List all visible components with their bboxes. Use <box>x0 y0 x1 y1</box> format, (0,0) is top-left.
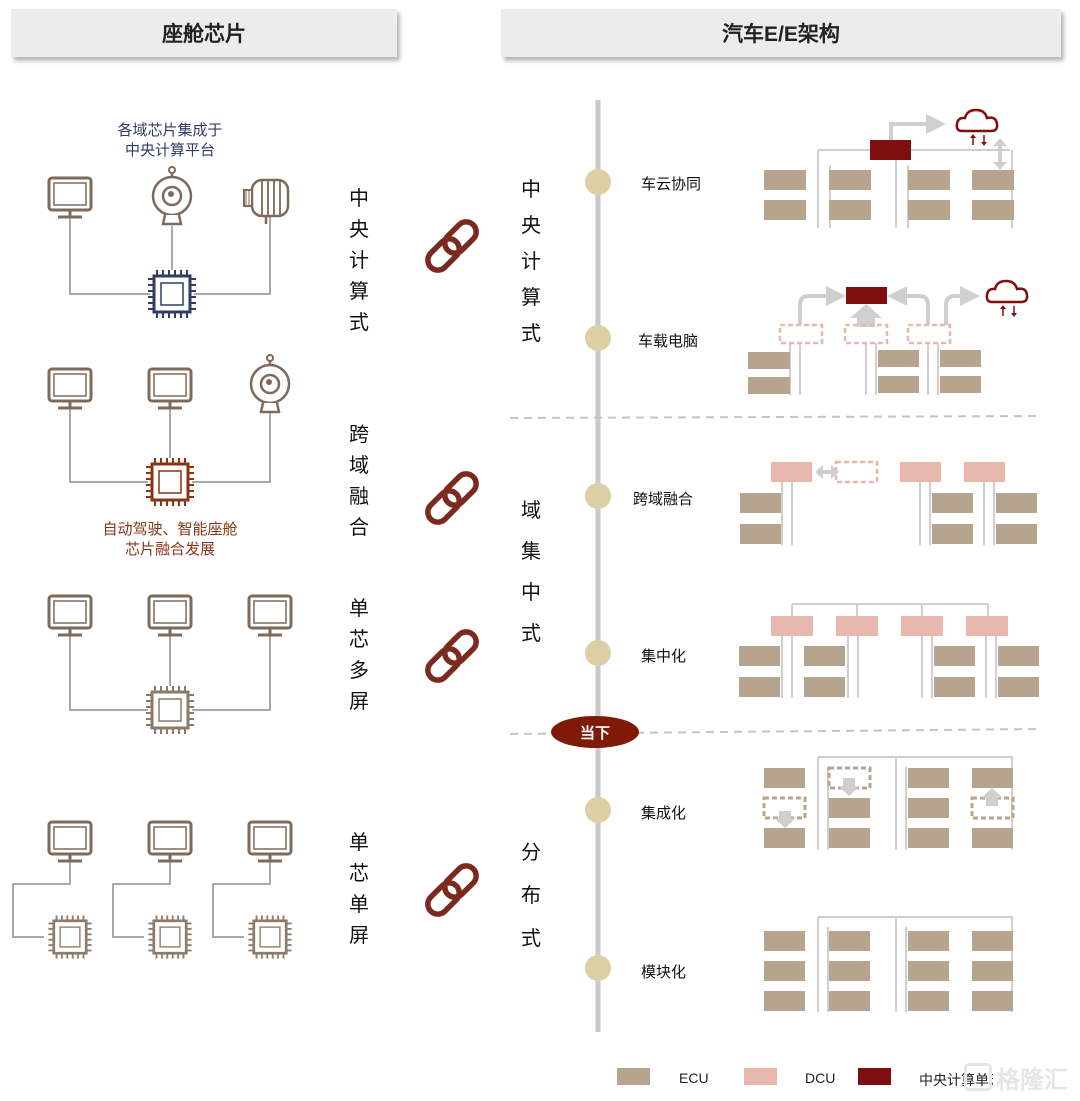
display-icon <box>247 820 293 863</box>
cross-domain-caption: 自动驾驶、智能座舱 芯片融合发展 <box>102 521 238 559</box>
chain-link-icon <box>424 862 481 919</box>
camera-icon <box>151 165 193 226</box>
watermark: 格隆汇 <box>964 1058 1076 1096</box>
legend-label-dcu: DCU <box>805 1070 836 1086</box>
ee-phase-label: 分布式 <box>521 842 541 950</box>
legend-label-ecu: ECU <box>679 1070 709 1086</box>
legend-swatch-ecu <box>617 1068 650 1085</box>
display-icon <box>47 594 93 637</box>
camera-icon <box>249 353 291 414</box>
single-chip-multi-screen-diagram <box>47 594 293 735</box>
timeline-dot <box>585 797 611 823</box>
phase-divider <box>509 415 1041 419</box>
central-compute-caption: 各域芯片集成于 中央计算平台 <box>117 122 223 160</box>
timeline-dot <box>585 169 611 195</box>
cockpit-chip-header: 座舱芯片 <box>11 9 397 57</box>
single-chip-single-screen-diagram <box>12 820 293 960</box>
ee-stage-label: 跨域融合 <box>633 491 694 508</box>
lidar-icon <box>242 178 290 226</box>
display-icon <box>47 820 93 863</box>
chain-link-icon <box>424 628 481 685</box>
display-icon <box>147 367 193 410</box>
cloud-icon <box>985 279 1029 319</box>
cockpit-stage-label: 单芯多屏 <box>349 598 369 713</box>
integrated-architecture <box>762 756 1015 850</box>
display-icon <box>147 594 193 637</box>
watermark-logo-icon <box>964 1063 992 1091</box>
ee-phase-label: 中央计算式 <box>521 179 541 345</box>
vehicle-cloud-architecture <box>764 108 1014 228</box>
display-icon <box>47 176 93 219</box>
legend-label-central: 中央计算单元 <box>919 1072 993 1088</box>
ee-stage-label: 集中化 <box>641 648 687 665</box>
cockpit-chip-title: 座舱芯片 <box>162 23 246 46</box>
current-marker-label: 当下 <box>579 725 610 742</box>
ee-stage-label: 车云协同 <box>641 176 702 193</box>
ee-stage-label: 模块化 <box>641 964 687 981</box>
centralized-architecture <box>739 603 1039 698</box>
tan-chip-icon <box>147 914 193 960</box>
ee-stage-label: 集成化 <box>641 805 687 822</box>
cloud-icon <box>955 108 999 148</box>
tan-chip-icon <box>247 914 293 960</box>
ee-architecture-header: 汽车E/E架构 <box>501 9 1061 57</box>
red-chip-icon <box>145 457 195 507</box>
timeline-dot <box>585 640 611 666</box>
cockpit-stage-label: 中央计算式 <box>349 188 369 334</box>
navy-chip-icon <box>147 269 197 319</box>
chain-link-icon <box>424 218 481 275</box>
chain-link-icon <box>424 470 481 527</box>
ee-phase-label: 域集中式 <box>521 500 541 645</box>
current-marker <box>551 716 639 748</box>
central-compute-cockpit-diagram <box>47 165 290 319</box>
legend-swatch-central <box>858 1068 891 1085</box>
display-icon <box>47 367 93 410</box>
watermark-text: 格隆汇 <box>996 1066 1068 1094</box>
cockpit-stage-label: 跨域融合 <box>349 424 369 539</box>
cockpit-stage-label: 单芯单屏 <box>349 832 369 947</box>
timeline-dot <box>585 955 611 981</box>
legend-swatch-dcu <box>744 1068 777 1085</box>
modular-architecture <box>764 916 1013 1012</box>
display-icon <box>247 594 293 637</box>
timeline-dot <box>585 325 611 351</box>
tan-chip-icon <box>145 685 195 735</box>
ee-stage-label: 车载电脑 <box>638 333 699 350</box>
tan-chip-icon <box>47 914 93 960</box>
cross-domain-cockpit-diagram <box>47 353 291 507</box>
display-icon <box>147 820 193 863</box>
ee-architecture-title: 汽车E/E架构 <box>722 23 840 46</box>
vehicle-computer-architecture <box>748 279 1029 395</box>
cross-domain-architecture <box>740 460 1037 545</box>
timeline-dot <box>585 483 611 509</box>
